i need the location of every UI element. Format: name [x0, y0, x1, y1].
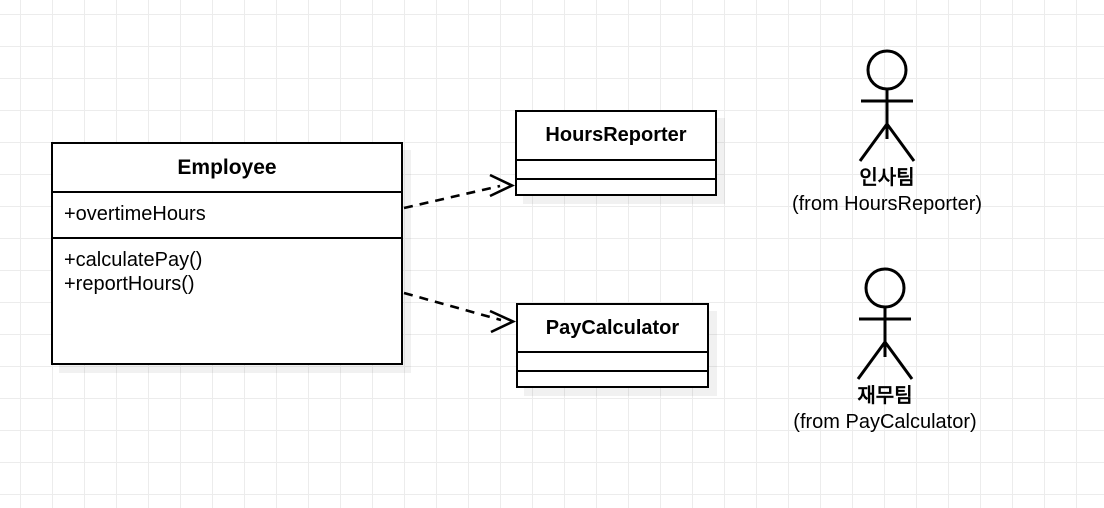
- actor-name-hr-team: 인사팀: [859, 167, 915, 189]
- open-arrowhead-icon: [489, 309, 517, 334]
- actor-name-finance-team: 재무팀: [857, 385, 913, 407]
- dependency-line: [403, 184, 501, 210]
- actor-from-hr-team: (from HoursReporter): [791, 193, 983, 215]
- dependency-employee-to-hoursreporter[interactable]: [403, 173, 516, 210]
- dependency-employee-to-paycalculator[interactable]: [403, 291, 517, 334]
- uml-class-paycalculator[interactable]: PayCalculator: [516, 303, 709, 388]
- class-name-paycalculator: PayCalculator: [545, 316, 680, 339]
- open-arrowhead-icon: [489, 173, 516, 198]
- actor-stick-figure-icon: [858, 49, 916, 162]
- actor-hr-team[interactable]: 인사팀 (from HoursReporter): [737, 46, 1037, 217]
- class-attributes-hoursreporter: [517, 159, 715, 178]
- class-operations-employee: +calculatePay() +reportHours(): [53, 237, 401, 362]
- class-attributes-employee: +overtimeHours: [53, 191, 401, 237]
- dependency-line: [403, 291, 502, 322]
- class-name-hoursreporter: HoursReporter: [545, 124, 687, 146]
- class-operations-hoursreporter: [517, 178, 715, 196]
- actor-finance-team[interactable]: 재무팀 (from PayCalculator): [735, 264, 1035, 435]
- uml-class-hoursreporter[interactable]: HoursReporter: [515, 110, 717, 196]
- class-name-employee: Employee: [177, 155, 277, 179]
- actor-from-finance-team: (from PayCalculator): [793, 411, 977, 433]
- actor-stick-figure-icon: [856, 267, 914, 380]
- class-attributes-paycalculator: [518, 351, 707, 370]
- class-operations-paycalculator: [518, 370, 707, 388]
- uml-class-employee[interactable]: Employee +overtimeHours +calculatePay() …: [51, 142, 403, 365]
